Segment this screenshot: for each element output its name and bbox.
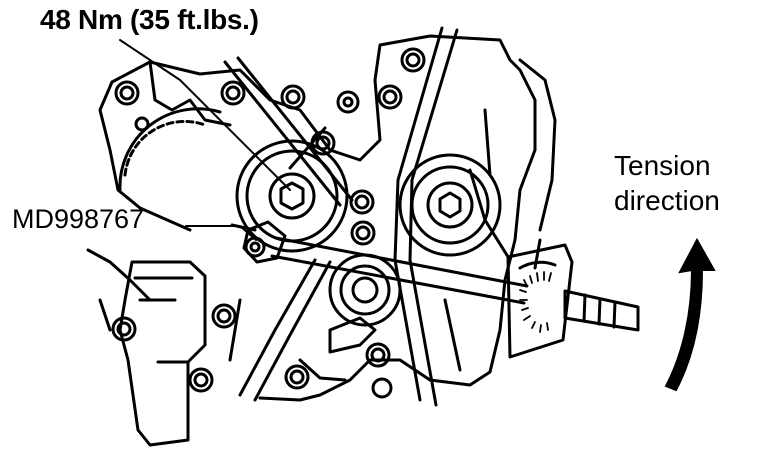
tension-direction-arrow-icon [664,237,716,392]
special-tool-shaft-top [274,236,529,288]
torque-wrench-handle [563,289,640,332]
belt-lower-strand-a [238,258,317,397]
tensioner-pulley [235,139,349,253]
torque-leader-line [119,39,291,191]
torque-spec-label: 48 Nm (35 ft.lbs.) [40,4,259,35]
belt-right-strand-b [408,28,459,407]
belt-lower-strand-b [253,260,332,402]
idler-pulley [398,153,502,257]
belt-right-strand-a [393,26,444,402]
tension-label-line2: direction [614,185,720,216]
special-tool-shaft-bottom [270,254,526,305]
tensioner-bracket [118,260,207,447]
tool-number-label: MD998767 [12,204,145,234]
belt-left-strand-a [223,60,342,207]
cam-gear-arc [123,119,207,177]
tensioner-bolt [279,181,305,211]
tension-label-line1: Tension [614,150,711,181]
torque-wrench-dial [506,243,574,359]
tool-leader-line [185,225,257,241]
engine-block-outline [110,34,537,402]
